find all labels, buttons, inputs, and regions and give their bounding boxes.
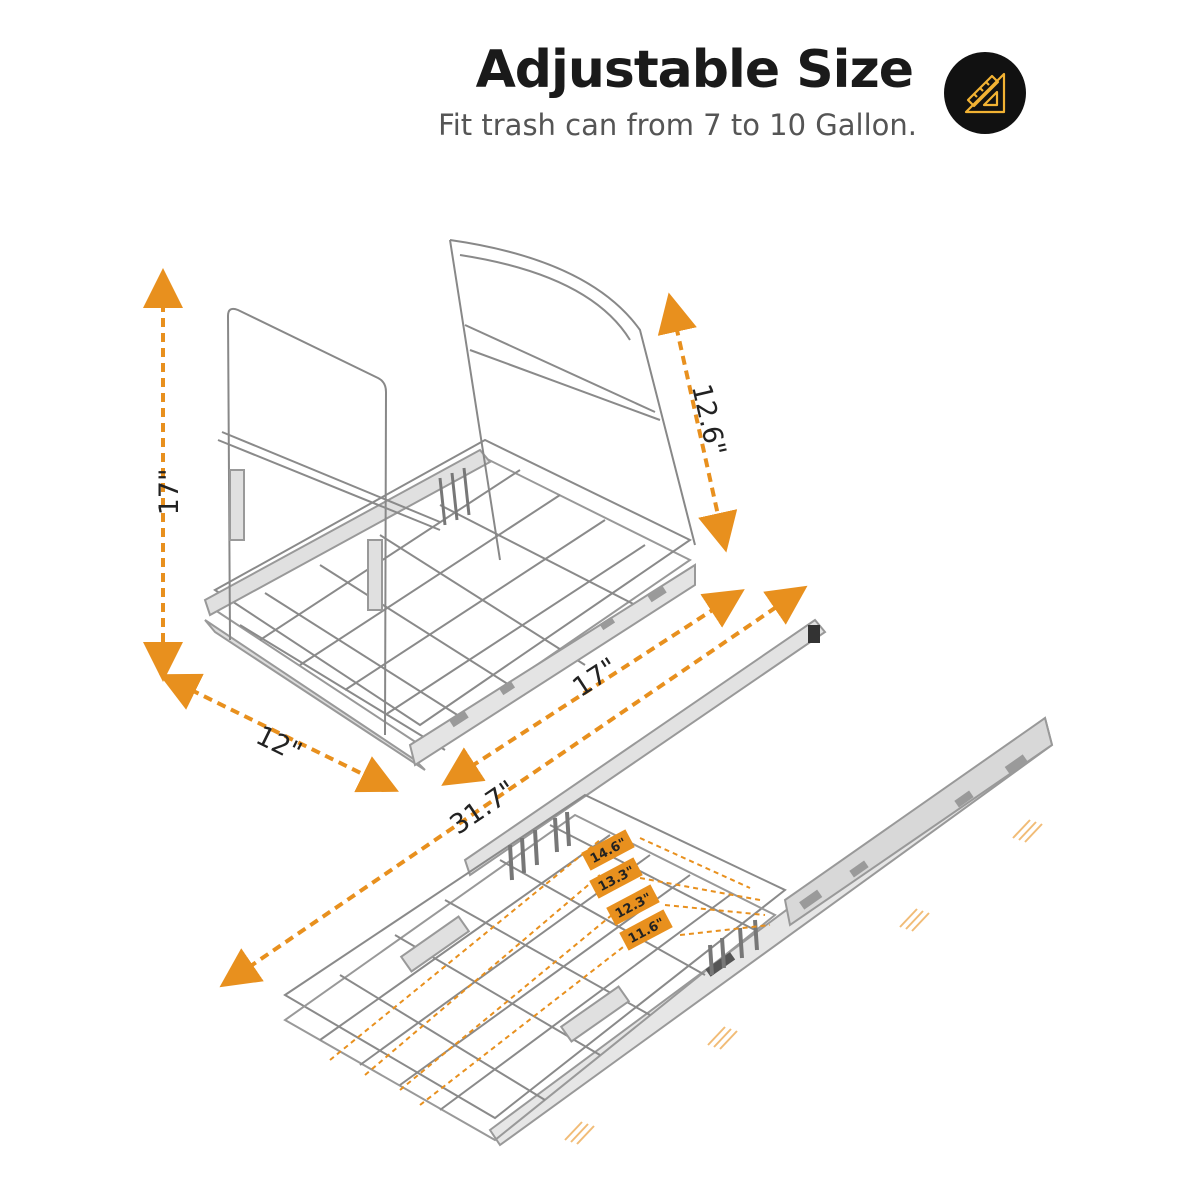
page-title: Adjustable Size [475, 40, 914, 100]
badge [944, 52, 1026, 134]
top-pullout-basket [203, 239, 696, 771]
width-label: 12" [251, 720, 307, 768]
height-label: 17" [154, 469, 185, 516]
ruler-triangle-icon [964, 72, 1006, 114]
page-subtitle: Fit trash can from 7 to 10 Gallon. [438, 108, 917, 142]
frame-height-label: 12.6" [685, 381, 732, 459]
motion-marks [564, 819, 1043, 1145]
frame-height-arrow [657, 292, 738, 553]
extended-length-arrow [219, 585, 808, 988]
